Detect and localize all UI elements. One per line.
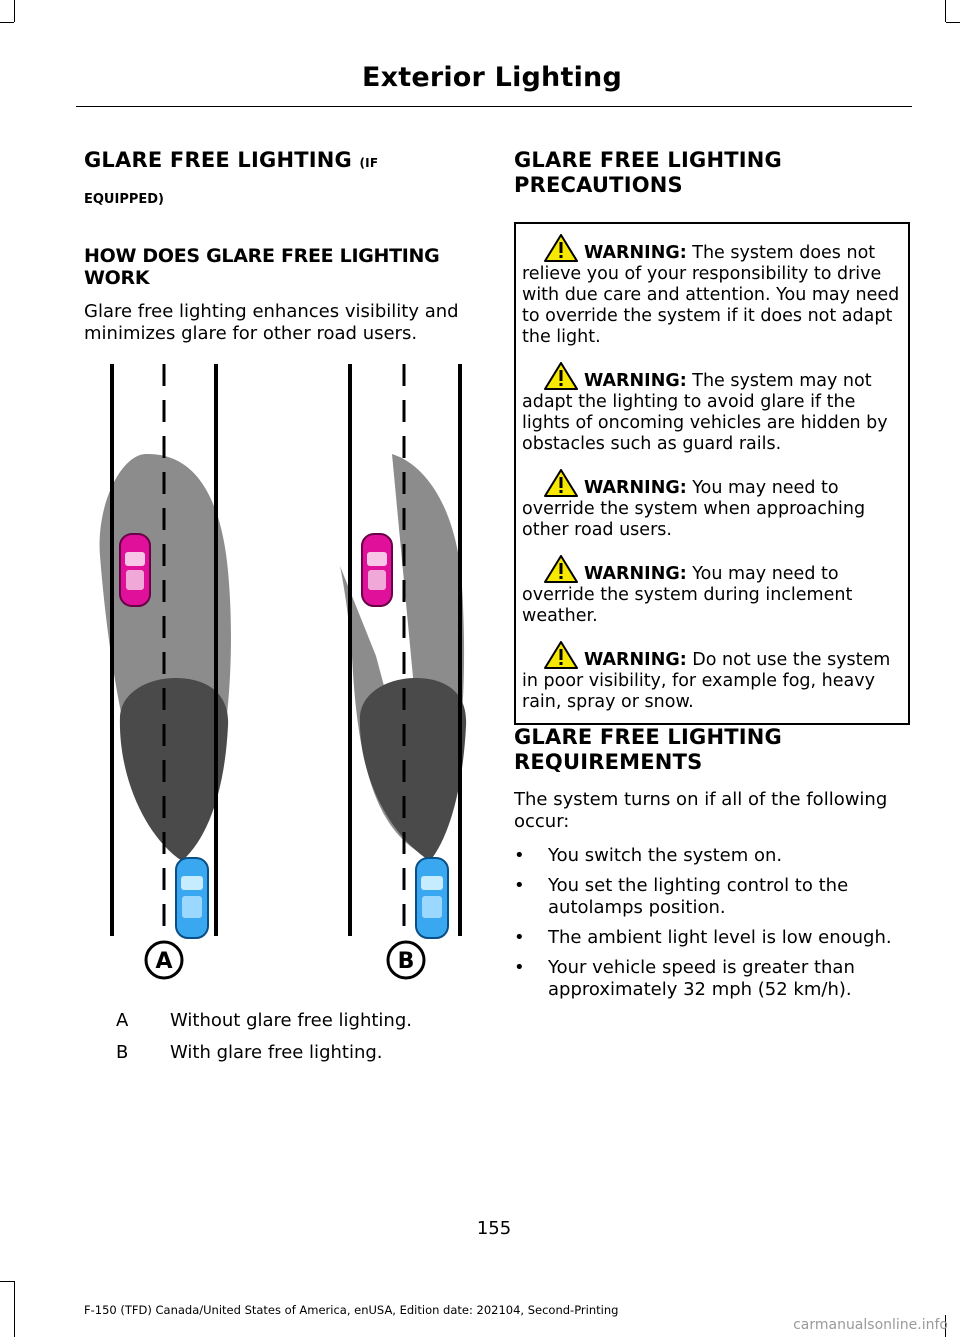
section-title-continued: EQUIPPED) (84, 192, 164, 207)
label-a: A (155, 949, 172, 974)
warning-item: WARNING: Do not use the system in poor v… (522, 641, 902, 713)
page-header-title: Exterior Lighting (361, 62, 622, 93)
legend-text: With glare free lighting. (170, 1042, 383, 1063)
warning-item: WARNING: You may need to override the sy… (522, 469, 902, 541)
warning-triangle-icon (544, 469, 578, 497)
own-vehicle-a (175, 857, 209, 939)
legend-row: B With glare free lighting. (116, 1042, 476, 1064)
requirement-item: You switch the system on. (514, 845, 906, 867)
requirements-intro: The system turns on if all of the follow… (514, 789, 888, 832)
low-beam-cone-b (359, 678, 467, 861)
crop-mark (14, 1281, 15, 1337)
right-column: GLARE FREE LIGHTING PRECAUTIONS WARNING:… (514, 148, 910, 1009)
warning-triangle-icon (544, 362, 578, 390)
warning-text: Do not use the system in poor visibility… (522, 650, 891, 712)
intro-paragraph: Glare free lighting enhances visibility … (84, 301, 459, 344)
section-title-qualifier: (IF (359, 156, 379, 170)
crop-mark (14, 0, 15, 22)
requirement-item: The ambient light level is low enough. (514, 927, 906, 949)
section-title-text: GLARE FREE LIGHTING (84, 148, 352, 172)
oncoming-vehicle-a (119, 533, 151, 607)
warning-triangle-icon (544, 555, 578, 583)
requirements-title: GLARE FREE LIGHTING REQUIREMENTS (514, 725, 782, 774)
warning-label: WARNING: (584, 478, 687, 498)
figure-legend: A Without glare free lighting. B With gl… (116, 1010, 476, 1074)
low-beam-cone-a (119, 678, 229, 861)
warning-item: WARNING: You may need to override the sy… (522, 555, 902, 627)
requirements-list: You switch the system on. You set the li… (514, 845, 906, 1001)
warning-triangle-icon (544, 641, 578, 669)
glare-free-lighting-illustration: A B (99, 364, 467, 980)
warning-item: WARNING: The system may not adapt the li… (522, 362, 902, 455)
left-column: GLARE FREE LIGHTING (IF EQUIPPED) HOW DO… (84, 148, 479, 345)
label-b: B (398, 949, 415, 974)
label-a-badge (144, 940, 184, 980)
warning-text: You may need to override the system duri… (522, 564, 853, 626)
oncoming-vehicle-b (361, 533, 393, 607)
subheading: HOW DOES GLARE FREE LIGHTING WORK (84, 245, 440, 289)
crop-mark (945, 0, 946, 22)
warning-label: WARNING: (584, 243, 687, 263)
header-rule (76, 106, 912, 107)
warning-label: WARNING: (584, 371, 687, 391)
warning-label: WARNING: (584, 650, 687, 670)
warning-item: WARNING: The system does not relieve you… (522, 234, 902, 348)
crop-mark (0, 1281, 14, 1282)
requirement-item: Your vehicle speed is greater than appro… (514, 957, 906, 1001)
warning-triangle-icon (544, 234, 578, 262)
warning-text: The system does not relieve you of your … (522, 243, 900, 347)
scene-b: B (340, 364, 467, 980)
legend-text: Without glare free lighting. (170, 1010, 412, 1031)
warnings-box: WARNING: The system does not relieve you… (514, 222, 910, 725)
precautions-title: GLARE FREE LIGHTING PRECAUTIONS (514, 148, 782, 197)
requirement-item: You set the lighting control to the auto… (514, 875, 906, 919)
warning-label: WARNING: (584, 564, 687, 584)
legend-key: B (116, 1042, 129, 1063)
label-b-badge (386, 940, 426, 980)
scene-a: A (99, 364, 231, 980)
warning-text: You may need to override the system when… (522, 478, 866, 540)
crop-mark (946, 22, 960, 23)
legend-key: A (116, 1010, 129, 1031)
crop-mark (945, 1315, 946, 1337)
page-number: 155 (476, 1218, 512, 1239)
warning-text: The system may not adapt the lighting to… (522, 371, 888, 454)
own-vehicle-b (415, 857, 449, 939)
legend-row: A Without glare free lighting. (116, 1010, 476, 1032)
crop-mark (0, 22, 14, 23)
watermark: carmanualsonline.info (793, 1317, 948, 1333)
section-title: GLARE FREE LIGHTING (IF (84, 148, 479, 176)
edition-footer: F-150 (TFD) Canada/United States of Amer… (84, 1303, 619, 1317)
